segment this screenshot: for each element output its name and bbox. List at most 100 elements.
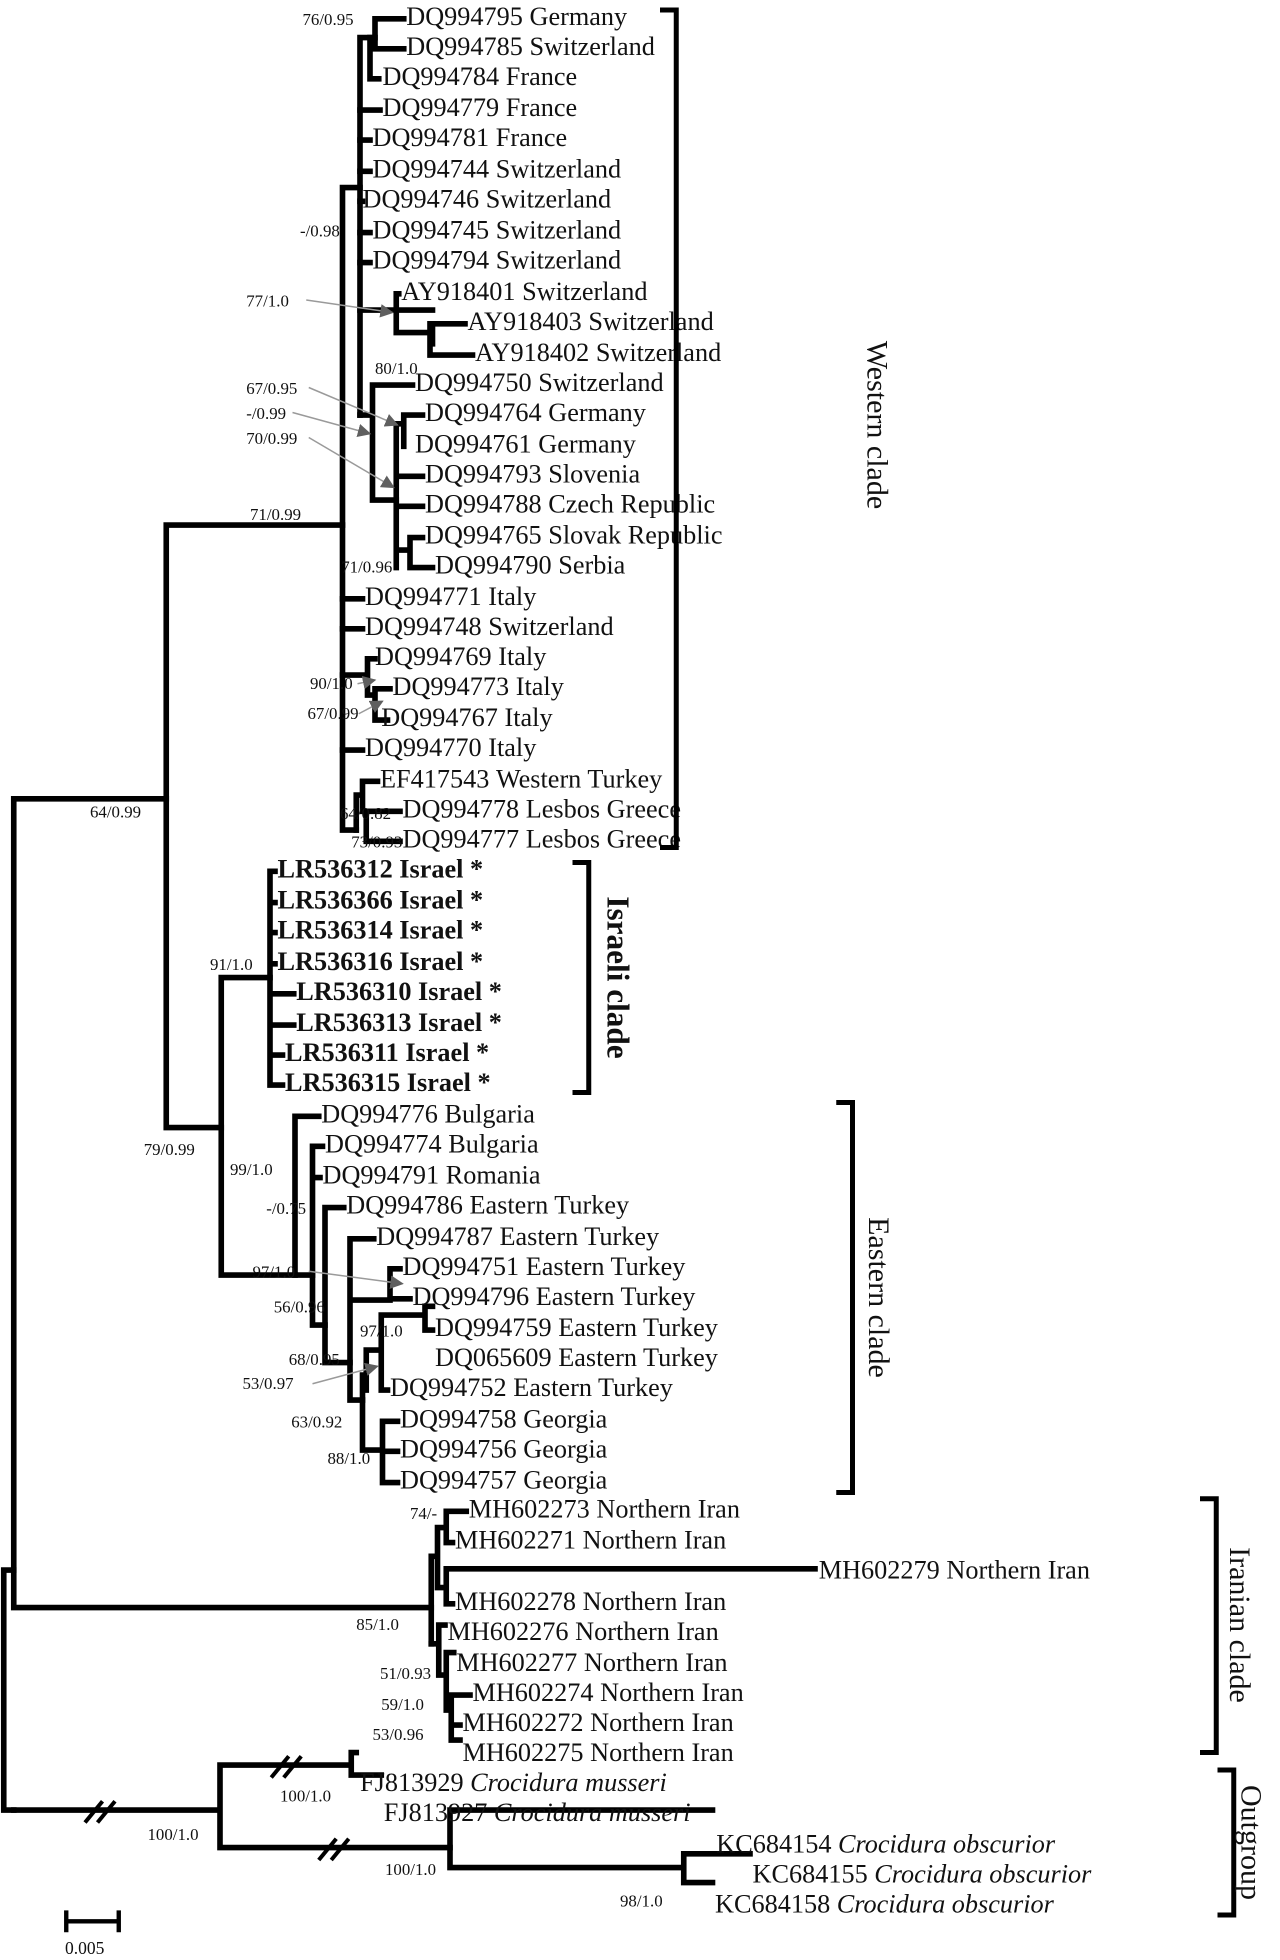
leaf-label: DQ994744 Switzerland [373, 154, 622, 183]
leaf-label-israel: LR536314 Israel * [278, 916, 484, 945]
support-value: 98/1.0 [620, 1891, 663, 1910]
support-pointer-arrows [292, 299, 404, 1385]
leaf-label: DQ994779 France [383, 93, 578, 122]
scale-bar-label: 0.005 [65, 1938, 105, 1958]
support-value: 67/0.99 [308, 704, 359, 723]
support-value: 64/0.99 [90, 803, 141, 822]
leaf-labels: DQ994795 Germany DQ994785 Switzerland DQ… [278, 2, 1093, 1918]
leaf-label: DQ994767 Italy [381, 703, 553, 732]
leaf-label: DQ994793 Slovenia [425, 459, 640, 488]
leaf-label: DQ994788 Czech Republic [425, 489, 715, 518]
leaf-label: AY918402 Switzerland [475, 338, 721, 367]
support-value: 100/1.0 [148, 1825, 199, 1844]
leaf-label: DQ994784 France [383, 62, 578, 91]
leaf-label: KC684158 Crocidura obscurior [715, 1889, 1055, 1918]
support-value: 63/0.92 [291, 1413, 342, 1432]
support-value: 53/0.97 [243, 1374, 294, 1393]
support-value: 97/1.0 [253, 1263, 296, 1282]
leaf-label: KC684155 Crocidura obscurior [753, 1859, 1093, 1888]
leaf-label-israel: LR536312 Israel * [278, 854, 484, 883]
support-value: 56/0.96 [274, 1298, 325, 1317]
support-value: 71/0.96 [341, 558, 392, 577]
leaf-label: DQ994778 Lesbos Greece [403, 794, 681, 823]
leaf-label: DQ994795 Germany [406, 2, 628, 31]
leaf-label: DQ994787 Eastern Turkey [376, 1222, 660, 1251]
leaf-label-israel: LR536316 Israel * [278, 947, 484, 976]
leaf-label-israel: LR536310 Israel * [296, 977, 502, 1006]
leaf-label: DQ994759 Eastern Turkey [435, 1313, 719, 1342]
leaf-label: AY918403 Switzerland [468, 307, 714, 336]
leaf-label: DQ994781 France [373, 123, 568, 152]
leaf-label: DQ994776 Bulgaria [321, 1099, 535, 1128]
leaf-label: MH602272 Northern Iran [463, 1708, 734, 1737]
leaf-label: DQ994769 Italy [375, 642, 547, 671]
support-value: 88/1.0 [328, 1449, 371, 1468]
leaf-label: MH602278 Northern Iran [455, 1587, 726, 1616]
clade-label-iranian: Iranian clade [1223, 1547, 1256, 1703]
support-value: 99/1.0 [230, 1160, 273, 1179]
support-value: 100/1.0 [385, 1860, 436, 1879]
support-value: 77/1.0 [246, 291, 289, 310]
leaf-label: MH602277 Northern Iran [456, 1648, 727, 1677]
leaf-label: DQ994790 Serbia [435, 551, 626, 580]
leaf-label: DQ994785 Switzerland [406, 32, 655, 61]
support-value: -/0.98 [300, 221, 340, 240]
leaf-label: DQ994773 Italy [393, 672, 565, 701]
clade-label-eastern: Eastern clade [862, 1217, 895, 1378]
leaf-label: MH602275 Northern Iran [463, 1738, 734, 1767]
support-value: 73/0.93 [351, 833, 402, 852]
support-value: 76/0.95 [303, 10, 354, 29]
support-value: -/0.75 [266, 1199, 306, 1218]
support-value: 79/0.99 [144, 1140, 195, 1159]
leaf-label: DQ994761 Germany [415, 429, 637, 458]
leaf-label: FJ813927 Crocidura musseri [384, 1798, 691, 1827]
leaf-label: DQ994758 Georgia [400, 1404, 608, 1433]
tree-branches [0, 15, 818, 1886]
support-value: 53/0.96 [373, 1725, 424, 1744]
support-value: 90/1.0 [310, 674, 353, 693]
leaf-label: DQ065609 Eastern Turkey [435, 1343, 719, 1372]
leaf-label: KC684154 Crocidura obscurior [716, 1829, 1056, 1858]
clade-label-outgroup: Outgroup [1234, 1785, 1267, 1900]
leaf-label: EF417543 Western Turkey [380, 764, 663, 793]
leaf-label: DQ994752 Eastern Turkey [390, 1373, 674, 1402]
clade-label-israeli: Israeli clade [601, 896, 636, 1058]
leaf-label-israel: LR536366 Israel * [278, 886, 484, 915]
leaf-label-israel: LR536313 Israel * [296, 1008, 502, 1037]
support-value: 71/0.99 [250, 505, 301, 524]
support-value: 67/0.95 [246, 379, 297, 398]
leaf-label: FJ813929 Crocidura musseri [360, 1768, 667, 1797]
support-value: 97/1.0 [360, 1321, 403, 1340]
leaf-label: DQ994791 Romania [323, 1161, 541, 1190]
leaf-label: DQ994771 Italy [365, 582, 537, 611]
leaf-label: DQ994751 Eastern Turkey [403, 1252, 687, 1281]
leaf-label: MH602271 Northern Iran [455, 1526, 726, 1555]
leaf-label: DQ994794 Switzerland [373, 246, 622, 275]
support-value: 74/- [410, 1504, 437, 1523]
clade-israeli: Israeli clade [572, 860, 636, 1095]
support-value: 80/1.0 [375, 359, 418, 378]
leaf-label: DQ994777 Lesbos Greece [403, 824, 681, 853]
leaf-label: DQ994750 Switzerland [415, 368, 664, 397]
leaf-label-israel: LR536311 Israel * [285, 1038, 489, 1067]
clade-western: Western clade [660, 7, 894, 850]
leaf-label: DQ994764 Germany [425, 398, 647, 427]
support-value: 100/1.0 [280, 1786, 331, 1805]
support-value: 91/1.0 [210, 955, 253, 974]
support-value: 68/0.95 [289, 1350, 340, 1369]
clade-outgroup: Outgroup [1217, 1767, 1267, 1918]
leaf-label: MH602274 Northern Iran [473, 1678, 744, 1707]
leaf-label: AY918401 Switzerland [401, 277, 647, 306]
leaf-label: DQ994757 Georgia [400, 1466, 608, 1495]
leaf-label: DQ994774 Bulgaria [325, 1129, 539, 1158]
support-value: 59/1.0 [381, 1695, 424, 1714]
leaf-label: MH602276 Northern Iran [448, 1617, 719, 1646]
leaf-label: MH602273 Northern Iran [469, 1494, 740, 1523]
clade-iranian: Iranian clade [1200, 1496, 1256, 1755]
leaf-label: DQ994745 Switzerland [373, 216, 622, 245]
support-value: 85/1.0 [356, 1615, 399, 1634]
clade-eastern: Eastern clade [836, 1100, 895, 1495]
leaf-label: DQ994770 Italy [365, 733, 537, 762]
leaf-label-israel: LR536315 Israel * [285, 1068, 491, 1097]
